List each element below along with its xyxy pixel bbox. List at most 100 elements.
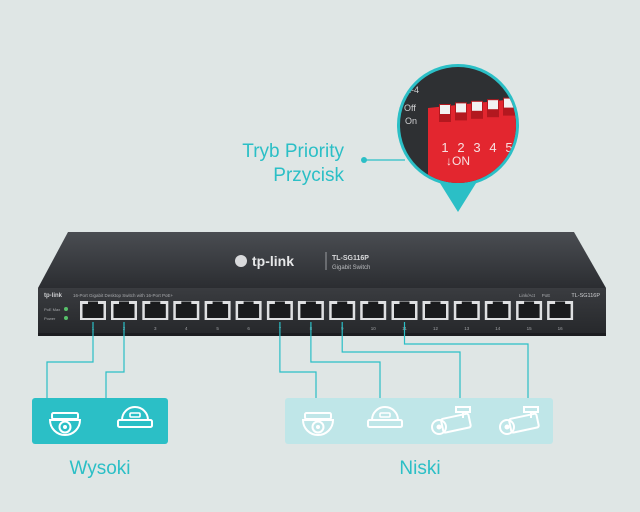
ethernet-port-3[interactable]: 3 [142, 301, 169, 331]
ethernet-port-14[interactable]: 14 [484, 301, 511, 331]
dip-label-off: Off [404, 103, 416, 113]
top-model-subtitle: Gigabit Switch [332, 265, 370, 271]
switch-base-edge [38, 333, 606, 336]
ethernet-port-13[interactable]: 13 [453, 301, 480, 331]
port-number-label: 14 [495, 326, 501, 331]
led-label-poe-max: PoE Max [44, 307, 60, 312]
ethernet-port-10[interactable]: 10 [360, 301, 387, 331]
port-number-label: 3 [154, 326, 157, 331]
callout-dot [361, 157, 367, 163]
dip-number-2: 2 [457, 140, 464, 155]
front-description-text: 16-Port Gigabit Desktop Switch with 16-P… [73, 293, 174, 298]
dip-lever [504, 98, 514, 108]
link-act-label: Link/Act [519, 293, 536, 298]
dip-lever [488, 100, 498, 110]
dip-toggles [439, 97, 515, 122]
callout-line-2: Przycisk [273, 165, 344, 186]
led-poe-max [64, 307, 68, 311]
port-notch [399, 301, 410, 304]
led-power [64, 316, 68, 320]
port-socket [549, 304, 571, 318]
port-number-label: 13 [464, 326, 470, 331]
port-socket [456, 304, 478, 318]
dip-label-group: 1-4 [406, 85, 419, 95]
zoom-pointer [438, 180, 478, 212]
high-priority-label: Wysoki [69, 458, 131, 479]
port-socket [113, 304, 135, 318]
connector-line-3 [279, 322, 317, 398]
dip-number-1: 1 [441, 140, 448, 155]
front-model-text: TL-SG116P [571, 293, 600, 299]
port-socket [362, 304, 384, 318]
connector-lines [46, 322, 529, 398]
port-socket [331, 304, 353, 318]
bullet-camera-icon [431, 406, 472, 435]
ethernet-port-12[interactable]: 12 [422, 301, 449, 331]
top-brand-text: tp-link [252, 253, 294, 269]
dome-camera-icon [301, 412, 335, 436]
poe-label: PoE [542, 293, 551, 298]
priority-callout: Tryb Priority Przycisk [242, 140, 344, 188]
ethernet-port-5[interactable]: 5 [204, 301, 231, 331]
port-notch [119, 301, 129, 304]
connector-line-2 [105, 322, 125, 398]
port-notch [524, 301, 535, 304]
callout-line-1: Tryb Priority [242, 141, 344, 162]
dip-on-text: ↓ON [446, 154, 470, 168]
port-socket [238, 304, 260, 318]
ethernet-port-6[interactable]: 6 [235, 301, 262, 331]
port-notch [305, 301, 316, 304]
port-socket [269, 304, 291, 318]
port-socket [82, 304, 104, 318]
dome-camera-icon [117, 406, 153, 428]
dip-number-3: 3 [473, 140, 480, 155]
dip-toggle-4[interactable] [487, 99, 499, 118]
port-number-label: 10 [371, 326, 377, 331]
ethernet-port-9[interactable]: 9 [329, 301, 356, 331]
port-socket [425, 304, 446, 318]
front-brand-text: tp-link [44, 293, 63, 299]
connector-line-4 [310, 322, 381, 398]
port-notch [368, 301, 379, 304]
connector-line-5 [341, 322, 461, 398]
dip-toggle-3[interactable] [471, 100, 483, 119]
port-socket [394, 304, 415, 318]
dip-number-5: 5 [505, 140, 512, 155]
port-number-label: 12 [433, 326, 439, 331]
ethernet-port-11[interactable]: 11 [391, 301, 418, 331]
port-socket [518, 304, 540, 318]
port-number-label: 5 [216, 326, 219, 331]
low-priority-label: Niski [399, 458, 441, 479]
port-notch [150, 301, 161, 304]
dip-lever [472, 101, 482, 111]
low-priority-box [285, 398, 553, 444]
dip-number-4: 4 [489, 140, 496, 155]
dip-toggle-1[interactable] [439, 104, 451, 122]
port-notch [337, 301, 348, 304]
dip-lever [456, 103, 466, 113]
port-socket [300, 304, 322, 318]
ethernet-port-16[interactable]: 16 [547, 301, 574, 331]
port-number-label: 15 [527, 326, 533, 331]
connector-line-6 [403, 322, 529, 398]
port-notch [274, 301, 285, 304]
switch-top-panel [38, 232, 606, 288]
bullet-camera-icon [499, 406, 540, 435]
port-notch [430, 301, 441, 304]
port-notch [461, 301, 472, 304]
dip-toggle-2[interactable] [455, 102, 467, 121]
dip-lever [440, 105, 450, 114]
ethernet-port-15[interactable]: 15 [516, 301, 543, 331]
connector-line-1 [46, 322, 94, 398]
ethernet-port-4[interactable]: 4 [173, 301, 200, 331]
port-notch [243, 301, 254, 304]
dome-camera-icon [48, 412, 82, 436]
port-notch [212, 301, 223, 304]
port-socket [144, 304, 166, 318]
dip-label-on: On [405, 116, 417, 126]
ethernet-port-7[interactable]: 7 [266, 301, 293, 331]
port-number-label: 4 [185, 326, 188, 331]
